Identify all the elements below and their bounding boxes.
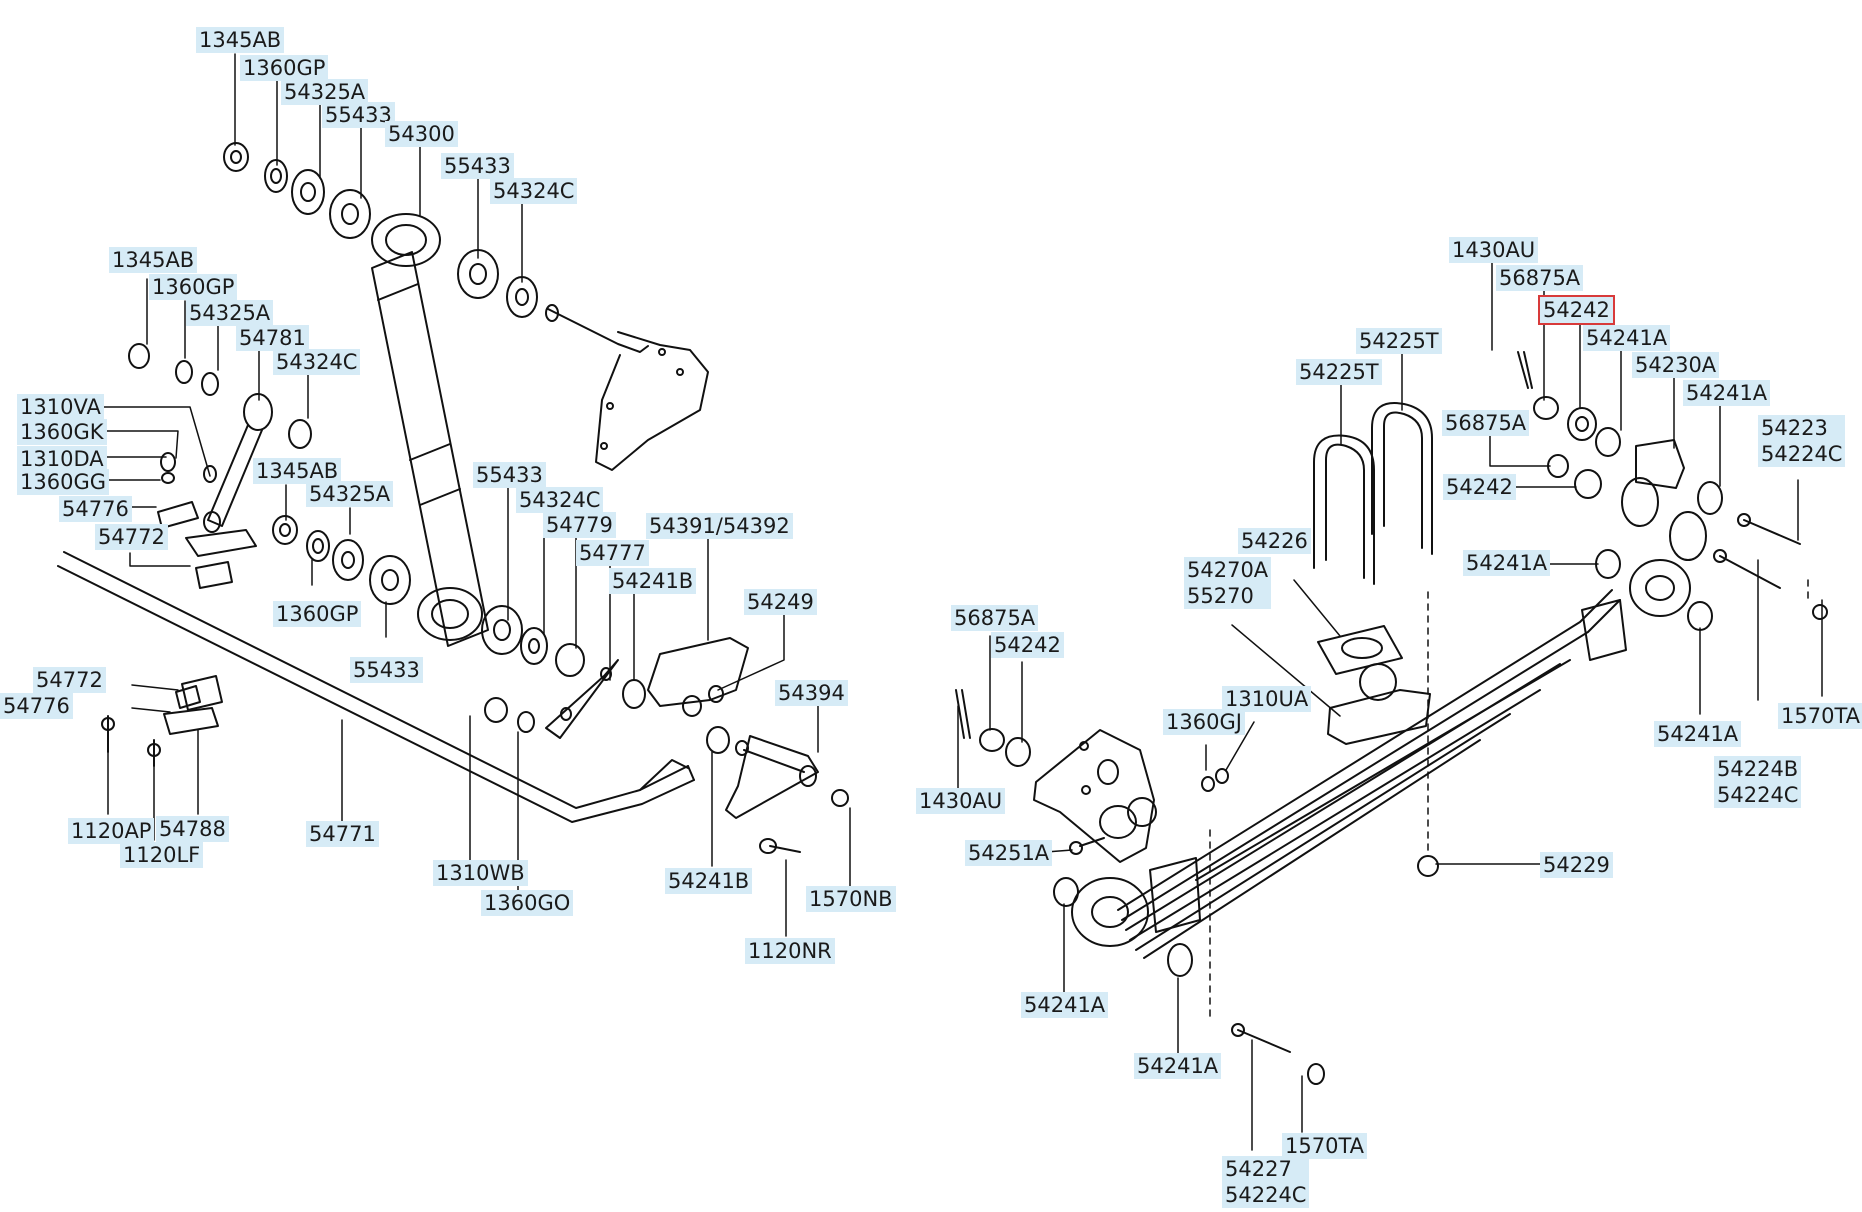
part-label[interactable]: 54241A <box>1583 325 1671 351</box>
part-label[interactable]: 54249 <box>744 589 817 615</box>
part-label[interactable]: 1310DA <box>17 446 107 472</box>
part-label[interactable]: 54788 <box>156 816 229 842</box>
part-label[interactable]: 1310WB <box>433 860 528 886</box>
part-label[interactable]: 1120NR <box>745 938 835 964</box>
part-label[interactable]: 54242 <box>991 632 1064 658</box>
part-label[interactable]: 54241B <box>665 868 753 894</box>
part-label[interactable]: 54779 <box>543 512 616 538</box>
part-label[interactable]: 1310VA <box>17 394 104 420</box>
part-label[interactable]: 54772 <box>95 524 168 550</box>
u-bolts <box>1313 402 1433 745</box>
part-label-pair[interactable]: 54223 54224C <box>1758 415 1846 467</box>
part-label[interactable]: 54324C <box>273 349 361 375</box>
leaf-spring <box>1071 559 1691 959</box>
part-label[interactable]: 1310UA <box>1222 686 1312 712</box>
part-label[interactable]: 54777 <box>576 540 649 566</box>
part-label[interactable]: 1360GP <box>273 601 362 627</box>
part-label[interactable]: 54391/54392 <box>646 513 793 539</box>
part-label[interactable]: 54242 <box>1443 474 1516 500</box>
part-label: 54227 <box>1225 1157 1292 1181</box>
part-label[interactable]: 54394 <box>775 680 848 706</box>
part-label[interactable]: 54781 <box>236 325 309 351</box>
lower-bushing-stack <box>272 515 849 854</box>
part-label[interactable]: 54776 <box>0 693 73 719</box>
part-label[interactable]: 54325A <box>186 300 274 326</box>
stabilizer-bar <box>57 551 695 823</box>
part-label[interactable]: 54776 <box>59 496 132 522</box>
part-label[interactable]: 54324C <box>516 487 604 513</box>
part-label[interactable]: 1120LF <box>120 842 204 868</box>
rear-shackle-hardware <box>1517 351 1828 631</box>
part-label-pair[interactable]: 54227 54224C <box>1222 1156 1310 1208</box>
part-label[interactable]: 1360GJ <box>1163 709 1245 735</box>
part-label[interactable]: 54325A <box>281 79 369 105</box>
part-label[interactable]: 1570TA <box>1778 703 1862 729</box>
part-label[interactable]: 56875A <box>1496 265 1584 291</box>
part-label[interactable]: 54241A <box>1683 380 1771 406</box>
part-label[interactable]: 55433 <box>441 153 514 179</box>
part-label[interactable]: 56875A <box>951 605 1039 631</box>
part-label[interactable]: 1345AB <box>196 27 285 53</box>
part-label[interactable]: 54771 <box>306 821 379 847</box>
part-label[interactable]: 54241A <box>1021 992 1109 1018</box>
part-label: 54223 <box>1761 416 1828 440</box>
part-label[interactable]: 1570TA <box>1282 1133 1368 1159</box>
part-label: 54270A <box>1187 558 1269 582</box>
shock-absorber <box>371 213 489 647</box>
part-label[interactable]: 55433 <box>473 462 546 488</box>
part-label[interactable]: 54225T <box>1296 359 1382 385</box>
part-label-selected[interactable]: 54242 <box>1538 295 1615 325</box>
part-label[interactable]: 1430AU <box>916 788 1006 814</box>
part-label: 54224C <box>1761 442 1843 466</box>
upper-bushing-stack <box>223 142 709 471</box>
part-label[interactable]: 55433 <box>350 657 423 683</box>
part-label-pair[interactable]: 54224B 54224C <box>1714 756 1802 808</box>
part-label-pair[interactable]: 54270A 55270 <box>1184 557 1272 609</box>
part-label[interactable]: 1360GP <box>149 274 238 300</box>
part-label[interactable]: 54230A <box>1632 352 1720 378</box>
part-label: 54224B <box>1717 757 1799 781</box>
part-label[interactable]: 54324C <box>490 178 578 204</box>
part-label[interactable]: 1360GP <box>240 55 329 81</box>
front-hanger <box>1033 729 1157 863</box>
part-label[interactable]: 54251A <box>965 840 1053 866</box>
part-label[interactable]: 54225T <box>1356 328 1442 354</box>
part-label[interactable]: 54772 <box>33 667 106 693</box>
part-label[interactable]: 1570NB <box>806 886 896 912</box>
part-label: 54224C <box>1225 1183 1307 1207</box>
part-label[interactable]: 1120AP <box>68 818 155 844</box>
part-label[interactable]: 56875A <box>1442 410 1530 436</box>
part-label[interactable]: 54226 <box>1238 528 1311 554</box>
part-label[interactable]: 1345AB <box>109 247 198 273</box>
part-label[interactable]: 54241B <box>609 568 697 594</box>
stabilizer-link <box>101 343 535 767</box>
front-hardware <box>955 689 1439 1085</box>
part-label[interactable]: 54229 <box>1540 852 1613 878</box>
part-label[interactable]: 1430AU <box>1449 237 1539 263</box>
part-label[interactable]: 55433 <box>322 102 395 128</box>
part-label[interactable]: 54300 <box>385 121 458 147</box>
part-label[interactable]: 1345AB <box>253 458 342 484</box>
part-label[interactable]: 1360GG <box>17 469 109 495</box>
part-label: 55270 <box>1187 584 1254 608</box>
part-label[interactable]: 54241A <box>1654 721 1742 747</box>
part-label[interactable]: 54241A <box>1134 1053 1222 1079</box>
part-label[interactable]: 1360GO <box>481 890 574 916</box>
part-label[interactable]: 54325A <box>306 481 394 507</box>
part-label: 54224C <box>1717 783 1799 807</box>
part-label[interactable]: 54241A <box>1463 550 1551 576</box>
part-label[interactable]: 1360GK <box>17 419 107 445</box>
centerlines <box>1209 579 1809 1021</box>
